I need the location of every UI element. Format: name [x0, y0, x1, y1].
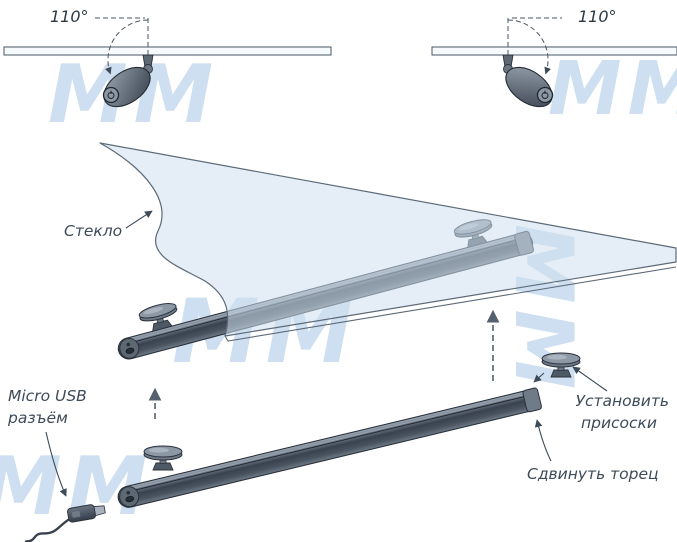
rotation-arc-arrow [104, 19, 149, 75]
plug-metal-tip [93, 505, 106, 517]
slide-endcap-leader [534, 419, 552, 462]
usb-port [125, 347, 135, 354]
glass-thickness-edge [224, 266, 677, 342]
mounting-panel [431, 46, 677, 56]
assembly-arrows [45, 210, 608, 497]
glass-surface [99, 142, 677, 337]
led-bar-lower [117, 387, 542, 508]
watermarks: MM MM MM MM MM [0, 46, 677, 533]
angle-label-left: 110° [50, 7, 89, 26]
rotation-diagram-right: 110° [431, 7, 677, 108]
annotations: Стекло Micro USB разъём Установить присо… [7, 222, 669, 483]
end-cap-sliding [522, 387, 542, 413]
glass-label-leader [125, 210, 153, 229]
usb-plug [24, 504, 106, 542]
install-label-leader [572, 366, 608, 392]
glass-shelf [99, 142, 677, 342]
usb-label-leader [45, 431, 67, 497]
label-micro-usb-line2: разъём [7, 409, 68, 427]
label-install-suction-line2: присоски [581, 414, 657, 432]
rotation-diagram-left: 110° [3, 7, 332, 108]
power-button-icon [102, 86, 120, 104]
usb-cable-wire [24, 517, 72, 542]
label-slide-end: Сдвинуть торец [527, 465, 659, 483]
swivel-lamp [102, 54, 154, 108]
rotation-arc-arrow [507, 19, 552, 75]
label-install-suction-line1: Установить [576, 392, 669, 410]
label-micro-usb-line1: Micro USB [8, 387, 87, 405]
label-glass: Стекло [64, 222, 122, 240]
angle-label-right: 110° [578, 7, 617, 26]
swivel-lamp [502, 54, 554, 108]
usb-port [125, 496, 135, 503]
power-button-icon [536, 86, 554, 104]
mounting-panel [3, 46, 332, 56]
cup-insert-arrow [533, 372, 545, 383]
watermark-top-right: MM [548, 46, 677, 132]
